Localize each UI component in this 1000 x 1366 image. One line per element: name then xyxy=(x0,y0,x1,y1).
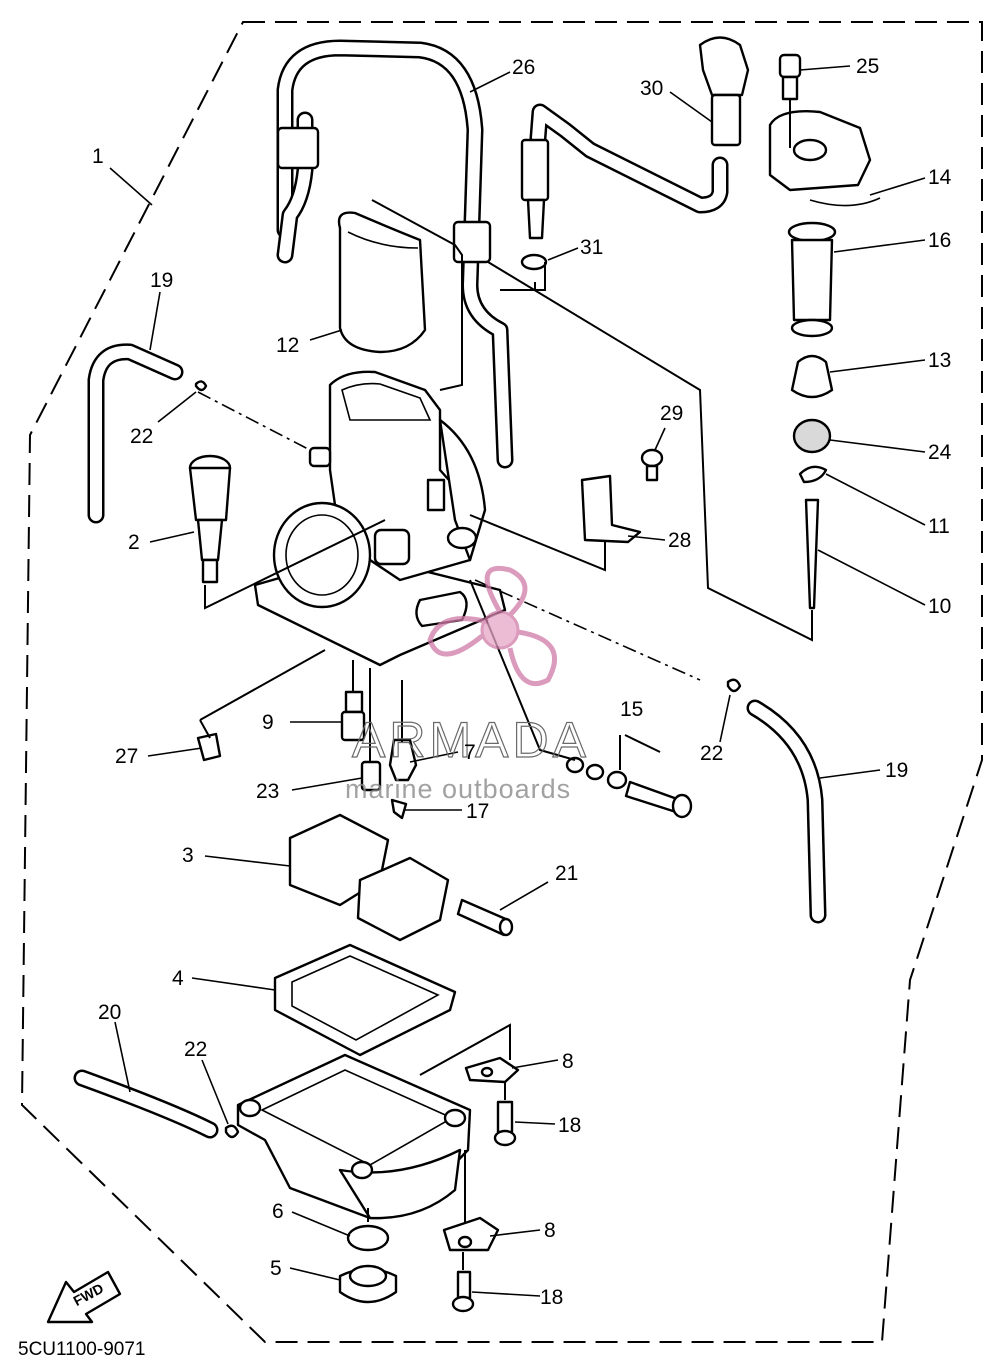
gasket xyxy=(273,943,457,1057)
callout-6: 6 xyxy=(272,1200,284,1223)
leader-lines xyxy=(109,65,926,1297)
callout-19-right: 19 xyxy=(885,759,908,782)
assembly-lines xyxy=(197,100,813,1270)
watermark-brand: ARMADA xyxy=(352,712,590,768)
callout-22-right: 22 xyxy=(700,742,723,765)
callout-1: 1 xyxy=(92,145,104,168)
callout-26: 26 xyxy=(512,56,535,79)
air-screw xyxy=(188,454,232,584)
callout-13: 13 xyxy=(928,349,951,372)
throttle-cable xyxy=(276,39,514,469)
callout-15: 15 xyxy=(620,698,643,721)
callout-23: 23 xyxy=(256,780,279,803)
callout-24: 24 xyxy=(928,441,952,464)
callout-5: 5 xyxy=(270,1257,282,1280)
fwd-arrow-icon: FWD xyxy=(46,1270,122,1324)
diagram-code: 5CU1100-9071 xyxy=(18,1339,145,1360)
bracket xyxy=(580,448,664,544)
callout-14: 14 xyxy=(928,166,952,189)
callout-25: 25 xyxy=(856,55,879,78)
callout-4: 4 xyxy=(172,967,184,990)
hoses xyxy=(73,343,827,1139)
callout-22-left: 22 xyxy=(130,425,153,448)
callout-20: 20 xyxy=(98,1001,121,1024)
callout-18-lower: 18 xyxy=(540,1286,563,1309)
callout-17: 17 xyxy=(466,800,489,823)
watermark: ARMADA marine outboards xyxy=(345,565,590,804)
callout-29: 29 xyxy=(660,402,683,425)
watermark-logo-icon xyxy=(427,565,558,687)
callout-27: 27 xyxy=(115,745,138,768)
callout-19-left: 19 xyxy=(150,269,173,292)
callout-12: 12 xyxy=(276,334,299,357)
drain-plug xyxy=(338,1224,398,1304)
throttle-slide xyxy=(337,211,427,354)
callout-18-upper: 18 xyxy=(558,1114,581,1137)
idle-screw xyxy=(565,756,693,819)
float xyxy=(288,813,514,942)
callout-30: 30 xyxy=(640,77,663,100)
callout-28: 28 xyxy=(668,529,691,552)
callout-8-upper: 8 xyxy=(562,1050,574,1073)
callout-7: 7 xyxy=(464,741,476,764)
watermark-tagline: marine outboards xyxy=(345,774,571,804)
needle-stack xyxy=(768,53,881,610)
pilot-jet xyxy=(196,732,222,762)
callout-8-lower: 8 xyxy=(544,1219,556,1242)
callout-9: 9 xyxy=(262,711,274,734)
assembly-outline xyxy=(20,21,983,1343)
callout-3: 3 xyxy=(182,844,194,867)
callout-22-bottom: 22 xyxy=(184,1038,207,1061)
hose-clips xyxy=(194,380,742,1139)
callout-16: 16 xyxy=(928,229,951,252)
float-bowl xyxy=(236,1053,472,1220)
callout-21: 21 xyxy=(555,862,578,885)
callout-2: 2 xyxy=(128,531,140,554)
callout-labels: 1 2 3 4 5 6 7 8 8 9 10 11 12 13 14 15 16… xyxy=(92,55,952,1309)
callout-31: 31 xyxy=(580,236,603,259)
clamps xyxy=(442,1056,520,1313)
callout-11: 11 xyxy=(928,515,950,538)
callout-10: 10 xyxy=(928,595,951,618)
sensor-lead xyxy=(520,36,750,271)
